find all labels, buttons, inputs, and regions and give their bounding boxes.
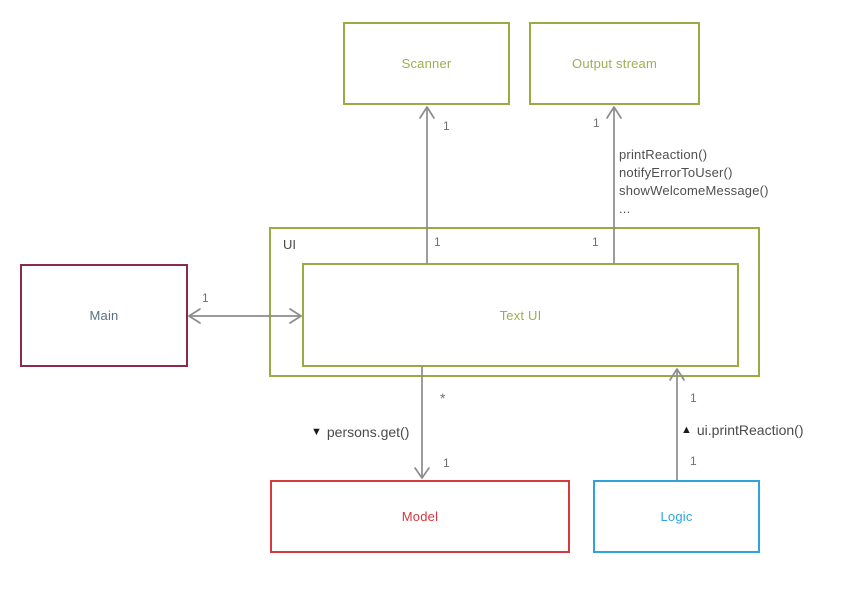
- text-ui-label: Text UI: [499, 307, 542, 323]
- main-label: Main: [89, 308, 119, 323]
- persons-get-annotation: ▼ persons.get(): [311, 424, 409, 440]
- persons-get-text: persons.get(): [326, 424, 410, 440]
- multiplicity-output-lower: 1: [592, 235, 599, 249]
- ui-print-reaction-annotation: ▲ ui.printReaction(): [681, 422, 804, 438]
- method-item: printReaction(): [619, 147, 708, 162]
- logic-class-box: Logic: [593, 480, 760, 553]
- down-triangle-icon: ▼: [311, 425, 322, 438]
- method-item: notifyErrorToUser(): [619, 165, 733, 180]
- ui-print-reaction-text: ui.printReaction(): [696, 422, 804, 438]
- text-ui-class-box: Text UI: [302, 263, 739, 367]
- multiplicity-logic-lower: 1: [690, 454, 697, 468]
- method-item: ...: [619, 201, 631, 216]
- multiplicity-model-many: *: [440, 390, 446, 406]
- multiplicity-main: 1: [202, 291, 209, 305]
- scanner-label: Scanner: [401, 56, 452, 71]
- ui-package-label: UI: [283, 237, 296, 252]
- logic-label: Logic: [660, 509, 693, 524]
- output-stream-class-box: Output stream: [529, 22, 700, 105]
- method-call-list: printReaction() notifyErrorToUser() show…: [619, 146, 769, 218]
- model-class-box: Model: [270, 480, 570, 553]
- scanner-class-box: Scanner: [343, 22, 510, 105]
- output-stream-label: Output stream: [572, 56, 657, 71]
- main-class-box: Main: [20, 264, 188, 367]
- multiplicity-scanner-upper: 1: [443, 119, 450, 133]
- multiplicity-output-upper: 1: [593, 116, 600, 130]
- edge-textui-to-model-arrow: [414, 366, 430, 479]
- model-label: Model: [401, 509, 439, 524]
- multiplicity-model-one: 1: [443, 456, 450, 470]
- multiplicity-scanner-lower: 1: [434, 235, 441, 249]
- multiplicity-logic-upper: 1: [690, 391, 697, 405]
- up-triangle-icon: ▲: [681, 423, 692, 436]
- method-item: showWelcomeMessage(): [619, 183, 769, 198]
